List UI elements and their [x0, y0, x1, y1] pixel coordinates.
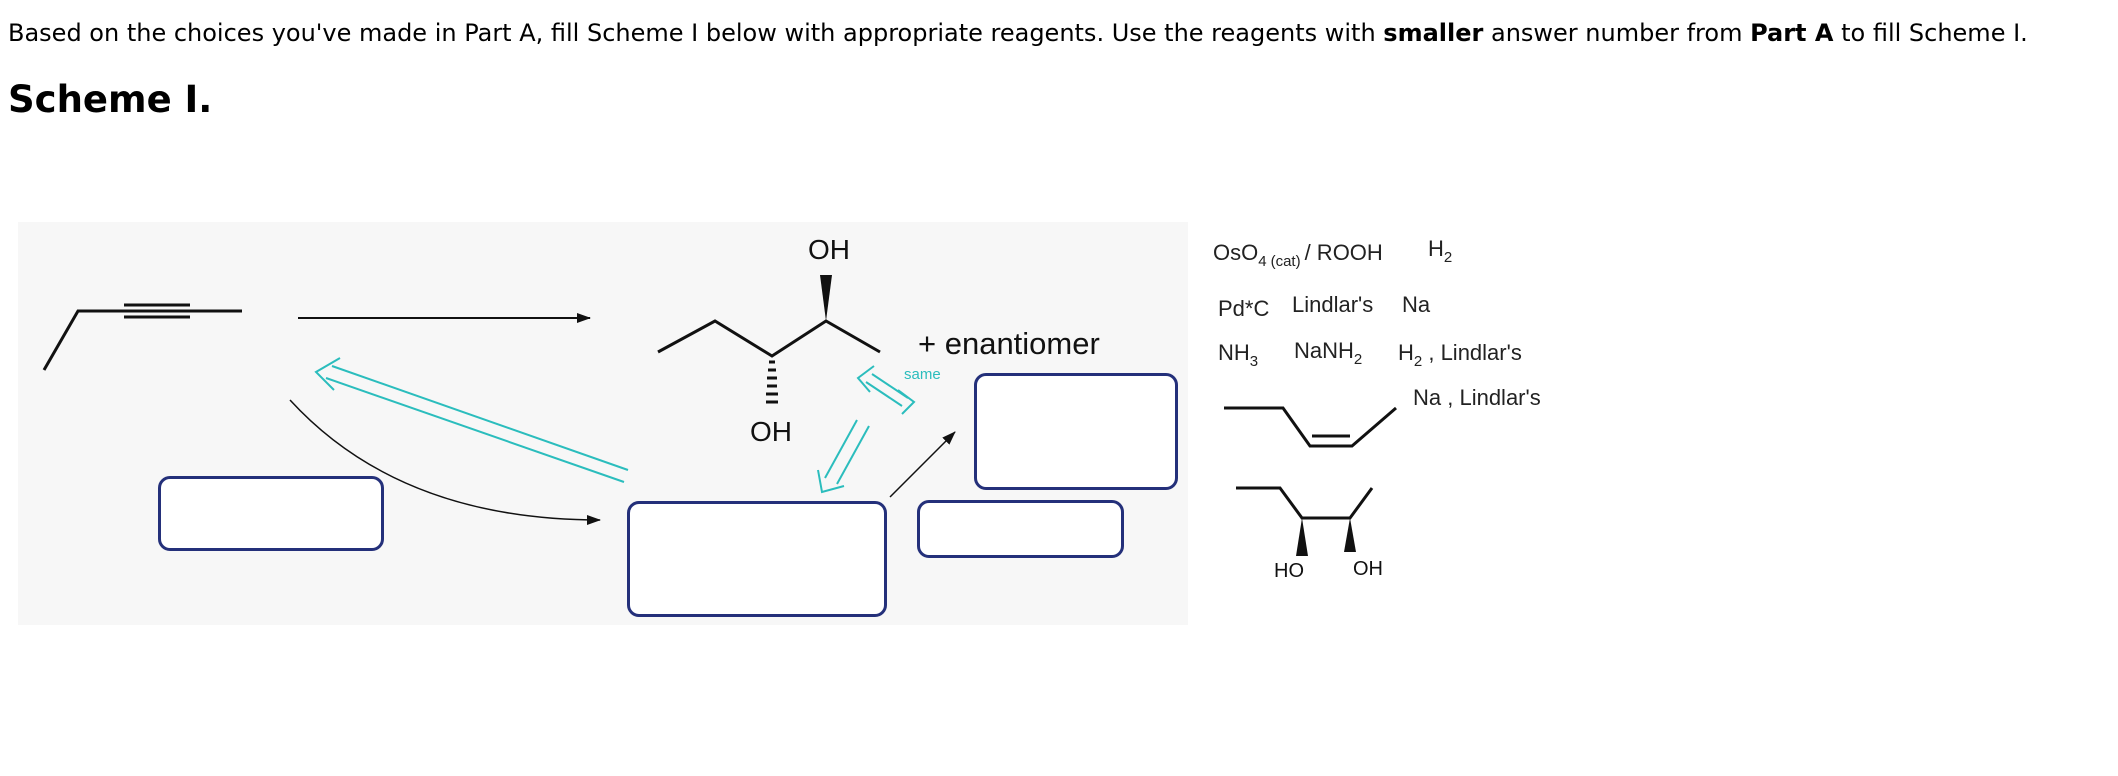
wedge-bond-top — [820, 275, 832, 321]
bank-diol-molecule[interactable] — [1236, 486, 1374, 520]
reagent-h2[interactable]: H2 — [1428, 236, 1452, 266]
enantiomer-label: + enantiomer — [918, 326, 1100, 361]
curved-arrow — [289, 399, 601, 525]
reagent-nh3[interactable]: NH3 — [1218, 340, 1258, 370]
h2-subscript: 2 — [1443, 249, 1453, 266]
instructions-bold-smaller: smaller — [1383, 19, 1484, 47]
h2-lindlar-rest: , Lindlar's — [1422, 340, 1522, 365]
reagent-pd-c[interactable]: Pd*C — [1218, 296, 1270, 321]
cis-alkene-molecule[interactable] — [1224, 406, 1397, 448]
scheme-heading: Scheme I. — [8, 78, 213, 121]
reagent-box-center[interactable] — [917, 500, 1124, 558]
reagent-box-left[interactable] — [158, 476, 384, 551]
h2-lindlar-main: H — [1398, 340, 1414, 365]
oso4-subscript: 4 — [1258, 253, 1267, 270]
reagent-na[interactable]: Na — [1402, 292, 1431, 317]
reagent-nanh2[interactable]: NaNH2 — [1294, 338, 1362, 368]
h2-main: H — [1428, 236, 1444, 261]
same-label: same — [904, 366, 941, 383]
bank-diol-ho-label: HO — [1274, 560, 1304, 582]
intermediate-box[interactable] — [627, 501, 887, 617]
oso4-rest: / ROOH — [1304, 240, 1383, 265]
instructions-bold-part-a: Part A — [1750, 19, 1834, 47]
cyan-same-arrow — [856, 365, 916, 415]
reagent-na-lindlar[interactable]: Na , Lindlar's — [1413, 385, 1541, 410]
alkyne-molecule — [42, 303, 242, 371]
cyan-arrow-down — [817, 419, 870, 494]
nanh2-main: NaNH — [1294, 338, 1354, 363]
nh3-main: NH — [1218, 340, 1250, 365]
reagent-lindlar[interactable]: Lindlar's — [1292, 292, 1374, 317]
reagent-oso4-rooh[interactable]: OsO4(cat)/ ROOH — [1213, 240, 1383, 270]
instructions-text: Based on the choices you've made in Part… — [8, 18, 2028, 48]
product-oh-bottom-label: OH — [750, 416, 792, 447]
nanh2-subscript: 2 — [1353, 351, 1363, 368]
product-oh-top-label: OH — [808, 234, 850, 265]
bank-diol-wedge-right — [1344, 518, 1356, 552]
diagonal-arrow — [889, 431, 956, 498]
product-box-right[interactable] — [974, 373, 1178, 490]
oso4-cat-label: (cat) — [1270, 253, 1301, 270]
cyan-arrow-to-alkyne — [314, 357, 629, 483]
hash-bond-bottom — [766, 360, 778, 404]
bank-diol-oh-label: OH — [1353, 558, 1383, 580]
instructions-part3: to fill Scheme I. — [1833, 19, 2028, 47]
instructions-part2: answer number from — [1483, 19, 1751, 47]
reagent-h2-lindlar[interactable]: H2 , Lindlar's — [1398, 340, 1522, 370]
oso4-main: OsO — [1213, 240, 1259, 265]
diol-product-molecule — [657, 319, 881, 358]
instructions-part1: Based on the choices you've made in Part… — [8, 19, 1384, 47]
bank-diol-wedge-left — [1296, 518, 1308, 556]
nh3-subscript: 3 — [1249, 353, 1259, 370]
h2-lindlar-subscript: 2 — [1413, 353, 1423, 370]
